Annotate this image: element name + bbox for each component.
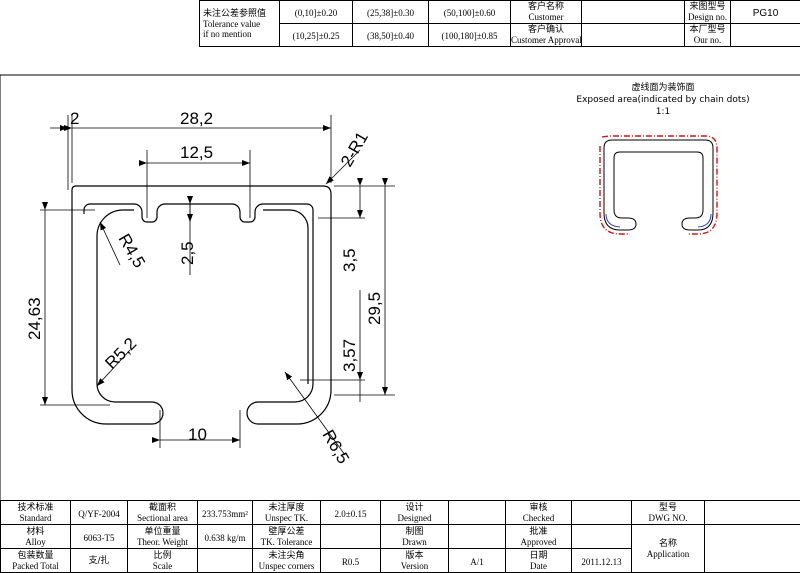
application-value (705, 525, 800, 573)
dwg-value (705, 501, 800, 525)
dim-24-63: 24,63 (25, 297, 44, 340)
packed-value: 支/扎 (71, 549, 128, 573)
dim-2-r1: 2-R1 (337, 129, 372, 170)
profile-outer-contour (72, 186, 331, 424)
note-zh: 虚线面为装饰面 (631, 81, 694, 93)
section-value: 233.753mm² (198, 501, 253, 525)
dim-29-5: 29,5 (365, 292, 384, 325)
profile-inner-right (263, 210, 308, 384)
corners-value: R0.5 (321, 549, 381, 573)
dim-r6-5: R6,5 (319, 427, 353, 468)
weight-value: 0.638 kg/m (198, 525, 253, 549)
dim-r5-2: R5,2 (101, 334, 140, 373)
dim-2-5: 2,5 (178, 241, 197, 265)
tk-tol-value (321, 525, 381, 549)
designed-value (449, 501, 506, 525)
scale-value (198, 549, 253, 573)
standard-value: Q/YF-2004 (71, 501, 128, 525)
dimension-lines (45, 128, 385, 455)
profile-left-contour (72, 190, 163, 424)
extension-lines (40, 115, 395, 448)
approved-value (572, 525, 632, 549)
version-value: A/1 (449, 549, 506, 573)
dim-28-2: 28,2 (180, 109, 213, 128)
dim-3-5: 3,5 (340, 248, 359, 272)
unspec-tk-value: 2.0±0.15 (321, 501, 381, 525)
dim-2: 2 (70, 109, 79, 128)
date-value: 2011.12.13 (572, 549, 632, 573)
checked-value (572, 501, 632, 525)
small-profile-view (600, 136, 717, 234)
dim-3-57: 3,57 (340, 339, 359, 372)
note-en: Exposed area(indicated by chain dots) (576, 95, 749, 105)
note-scale: 1:1 (656, 107, 670, 117)
alloy-value: 6063-T5 (71, 525, 128, 549)
dim-12-5: 12,5 (180, 143, 213, 162)
drawn-value (449, 525, 506, 549)
dim-10: 10 (188, 425, 207, 444)
